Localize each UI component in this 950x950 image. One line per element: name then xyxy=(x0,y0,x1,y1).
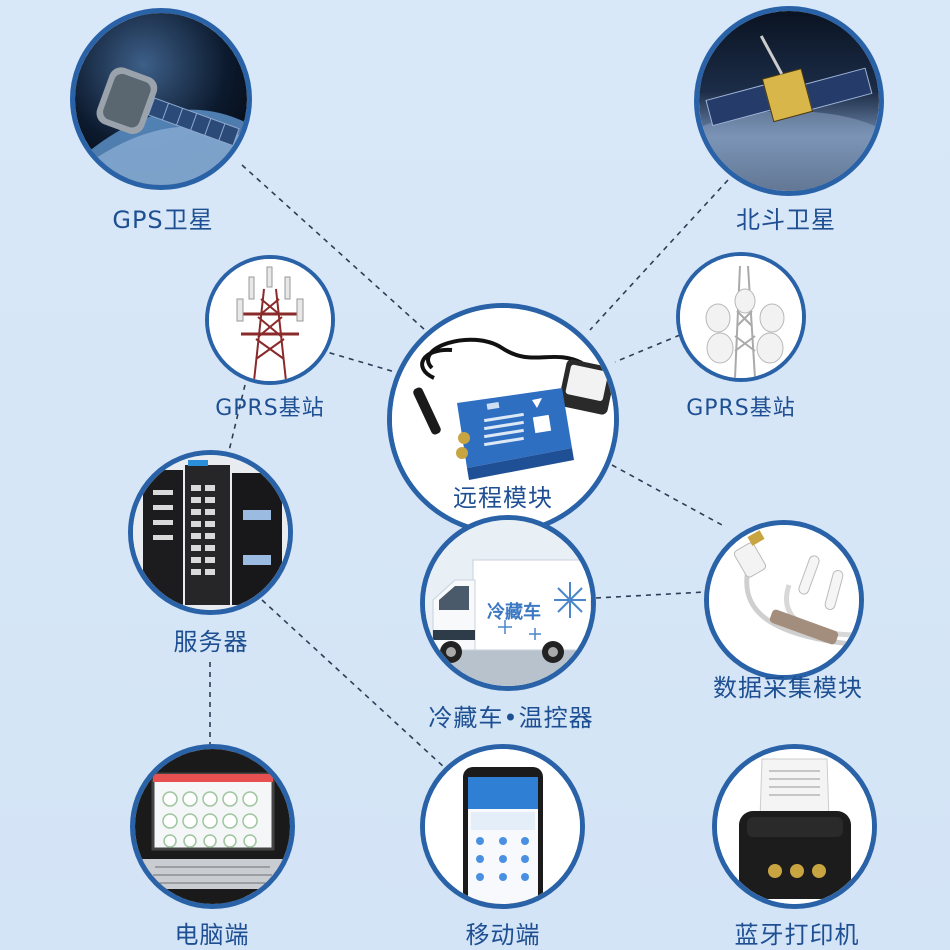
gps-satellite-label: GPS卫星 xyxy=(112,206,214,234)
gps-satellite-node xyxy=(70,8,252,190)
cell-tower-icon xyxy=(680,256,802,378)
beidou-satellite-node xyxy=(694,6,884,196)
server-label: 服务器 xyxy=(173,628,249,656)
mobile-label: 移动端 xyxy=(465,921,541,949)
gprs-station-left-label: GPRS基站 xyxy=(215,396,325,421)
gprs-station-right-label: GPRS基站 xyxy=(686,396,796,421)
data-module-node xyxy=(704,520,864,680)
reefer-truck-icon xyxy=(425,520,591,686)
remote-module-node: 远程模块 xyxy=(387,303,619,535)
mobile-node xyxy=(420,744,585,909)
printer-icon xyxy=(717,749,872,904)
link-gprsleft-to-remote xyxy=(319,349,396,373)
link-remote-to-data xyxy=(611,464,723,526)
reefer-truck-label: 冷藏车•温控器 xyxy=(428,704,594,732)
remote-module-icon xyxy=(392,308,614,530)
laptop-icon xyxy=(135,749,290,904)
server-node xyxy=(128,450,293,615)
data-module-label: 数据采集模块 xyxy=(713,674,863,702)
beidou-satellite-icon xyxy=(699,11,879,191)
remote-module-label: 远程模块 xyxy=(453,484,553,512)
link-server-to-mobile xyxy=(261,599,446,769)
smartphone-icon xyxy=(425,749,580,904)
link-gprsright-to-remote xyxy=(614,334,681,363)
temperature-sensor-icon xyxy=(709,525,859,675)
gprs-station-left-node xyxy=(205,255,335,385)
link-reefer-to-data xyxy=(595,591,706,599)
gps-satellite-icon xyxy=(75,13,247,185)
bt-printer-node xyxy=(712,744,877,909)
server-rack-icon xyxy=(133,455,288,610)
bt-printer-label: 蓝牙打印机 xyxy=(734,921,860,949)
cell-tower-icon xyxy=(209,259,331,381)
link-gprsleft-to-server xyxy=(227,384,246,456)
computer-node xyxy=(130,744,295,909)
truck-text: 冷藏车 xyxy=(487,602,541,623)
computer-label: 电脑端 xyxy=(174,921,250,949)
link-beidou-to-remote xyxy=(589,179,729,331)
reefer-truck-node: 冷藏车 xyxy=(420,515,596,691)
beidou-satellite-label: 北斗卫星 xyxy=(736,206,836,234)
link-gps-to-remote xyxy=(241,164,426,331)
gprs-station-right-node xyxy=(676,252,806,382)
